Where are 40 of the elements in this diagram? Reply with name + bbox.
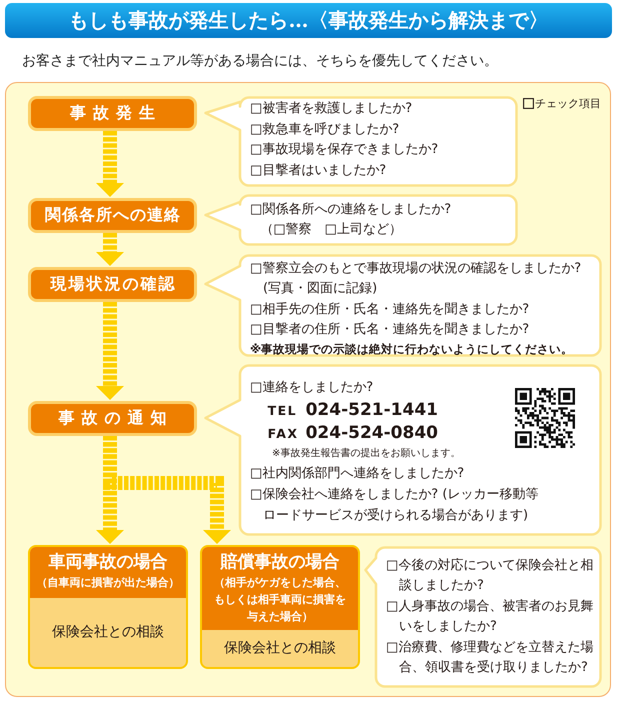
phone-number: 024-524-0840 (306, 422, 438, 444)
case-condition: （自車両に損害が出た場合） (36, 575, 180, 591)
checklist-item: □社内関係部門へ連絡をしましたか? (250, 464, 466, 482)
case-title: 賠償事故の場合 (219, 551, 340, 574)
phone-number: 024-521-1441 (306, 398, 438, 422)
arrow (96, 131, 124, 197)
arrow (96, 233, 124, 266)
case-box (28, 545, 188, 669)
checklist-item: □警察立会のもとで事故現場の状況の確認をしましたか? (250, 260, 582, 278)
footnote: ※事故発生報告書の提出をお願いします。 (271, 446, 462, 460)
step-box: 関係各所への連絡 (28, 198, 197, 233)
intro-note: お客さまで社内マニュアル等がある場合には、そちらを優先してください。 (22, 52, 498, 70)
checklist-item: □関係各所への連絡をしましたか? (250, 200, 452, 218)
checklist-note: (写真・図面に記録) (262, 280, 378, 298)
phone-label: FAX (268, 424, 300, 442)
checklist-item: □目撃者はいましたか? (250, 162, 388, 180)
step-box: 現場状況の確認 (28, 267, 197, 302)
case-action: 保険会社との相談 (223, 639, 337, 658)
checklist-item: □保険会社へ連絡をしましたか? (レッカー移動等ロードサービスが受けられる場合があります) (250, 486, 540, 525)
case-action: 保険会社との相談 (51, 623, 165, 642)
step-box: 事故発生 (28, 96, 197, 131)
checklist-item: □人身事故の場合、被害者のお見舞いをしましたか? (386, 598, 594, 636)
case-title: 車両事故の場合 (48, 551, 168, 574)
checklist-item: □目撃者の住所・氏名・連絡先を聞きましたか? (250, 321, 530, 339)
checklist-item: □相手先の住所・氏名・連絡先を聞きましたか? (250, 300, 530, 318)
case-box (200, 545, 360, 669)
checklist-item: □救急車を呼びましたか? (250, 120, 400, 138)
arrow (96, 302, 124, 400)
checklist-item: □連絡をしましたか? (250, 379, 374, 397)
checklist-item: □治療費、修理費などを立替えた場合、領収書を受け取りましたか? (386, 639, 594, 676)
step-box: 事故の通知 (28, 401, 197, 436)
phone-label: TEL (268, 402, 298, 420)
checklist-item: □被害者を救護しましたか? (250, 100, 414, 118)
checklist-note: （□警察 □上司など） (259, 221, 403, 239)
checklist-item: □事故現場を保存できましたか? (250, 141, 438, 159)
case-condition: （相手がケガをした場合、もしくは相手車両に損害を与えた場合） (213, 575, 347, 625)
title-banner: もしも事故が発生したら…〈事故発生から解決まで〉 (5, 3, 612, 38)
legend-text: チェック項目 (535, 97, 601, 110)
warning-note: ※事故現場での示談は絶対に行わないようにしてください。 (250, 340, 574, 356)
checklist-item: □今後の対応について保険会社と相談しましたか? (386, 557, 594, 594)
